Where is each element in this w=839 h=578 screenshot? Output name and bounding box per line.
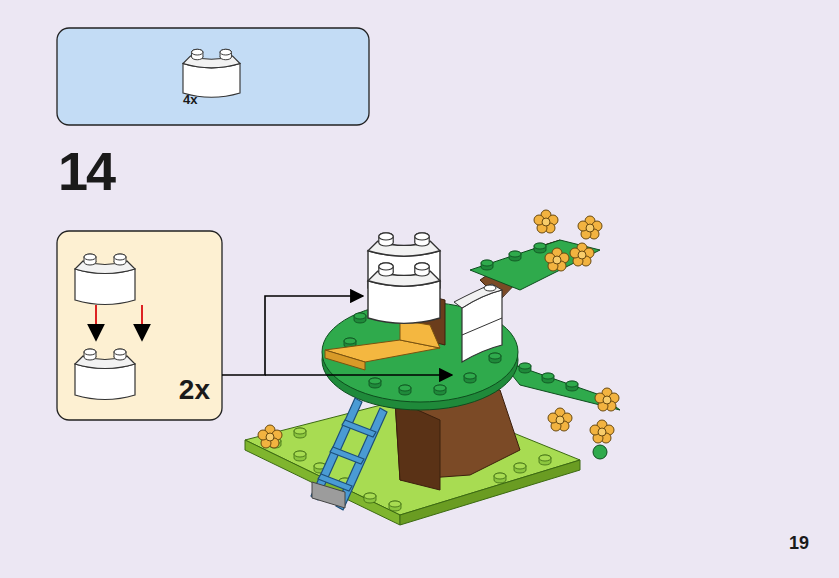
curved-brick bbox=[368, 263, 440, 324]
quantity-label: 2x bbox=[179, 374, 210, 406]
parts-list-box: 4x bbox=[57, 28, 369, 125]
sub-assembly-callout: 2x bbox=[57, 231, 222, 420]
step-number: 14 bbox=[58, 140, 114, 202]
curved-brick bbox=[75, 349, 135, 400]
parts-panel bbox=[57, 28, 369, 125]
callout-panel bbox=[57, 231, 222, 420]
curved-brick bbox=[75, 254, 135, 305]
quantity-label: 4x bbox=[183, 92, 197, 107]
page-number: 19 bbox=[789, 533, 809, 554]
curved-brick bbox=[183, 49, 240, 97]
